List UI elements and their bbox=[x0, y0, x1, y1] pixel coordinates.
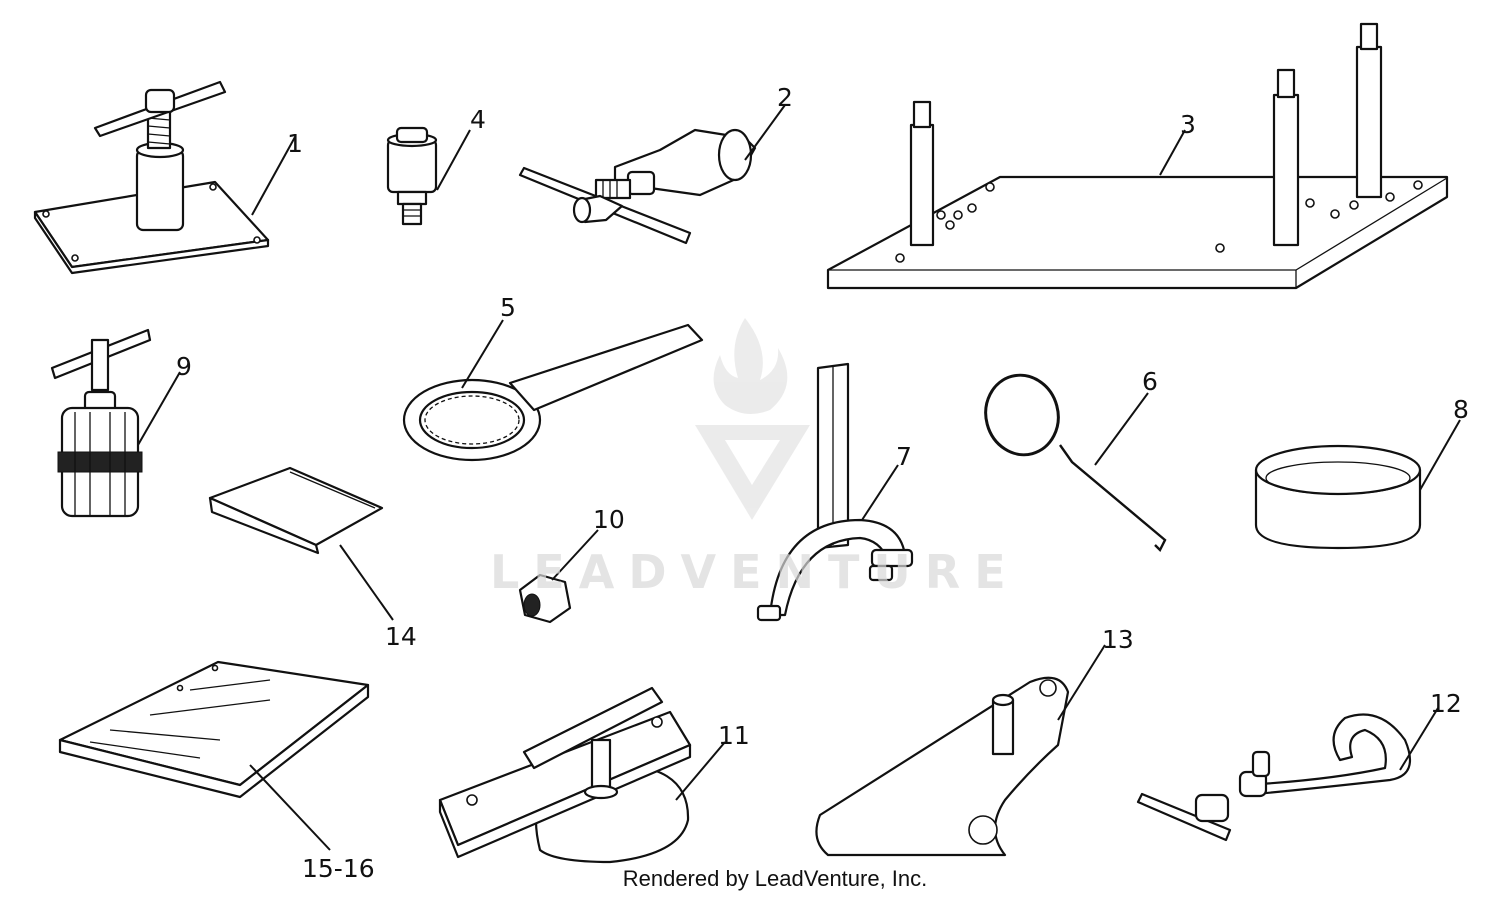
part-1-press-tool[interactable] bbox=[33, 80, 270, 275]
part-9-puller[interactable] bbox=[50, 328, 152, 518]
label-7: 7 bbox=[896, 442, 912, 471]
label-1: 1 bbox=[287, 129, 303, 158]
label-5: 5 bbox=[500, 293, 516, 322]
label-14: 14 bbox=[385, 622, 417, 651]
label-11: 11 bbox=[718, 721, 750, 750]
part-14-booklet[interactable] bbox=[208, 466, 384, 555]
part-6-wire-loop[interactable] bbox=[977, 367, 1167, 553]
label-9: 9 bbox=[176, 352, 192, 381]
leader-lines bbox=[137, 104, 1461, 851]
label-10: 10 bbox=[593, 505, 625, 534]
part-10-nut[interactable] bbox=[518, 573, 572, 624]
part-2-t-handle-tool[interactable] bbox=[518, 128, 757, 245]
label-2: 2 bbox=[777, 83, 793, 112]
label-15-16: 15-16 bbox=[302, 854, 375, 883]
label-6: 6 bbox=[1142, 367, 1158, 396]
label-4: 4 bbox=[470, 105, 486, 134]
part-3-base-plate[interactable] bbox=[826, 22, 1449, 290]
part-15-16-manual[interactable] bbox=[58, 660, 370, 799]
label-8: 8 bbox=[1453, 395, 1469, 424]
part-4-plug[interactable] bbox=[386, 126, 438, 226]
footer-credit: Rendered by LeadVenture, Inc. bbox=[622, 866, 928, 891]
label-3: 3 bbox=[1180, 110, 1196, 139]
part-8-ring[interactable] bbox=[1254, 444, 1422, 550]
part-11-clamp-plate[interactable] bbox=[438, 686, 692, 864]
part-7-gauge-arm[interactable] bbox=[756, 362, 914, 622]
label-13: 13 bbox=[1102, 625, 1134, 654]
callout-numbers: 1 2 3 4 5 6 7 8 9 10 11 12 13 14 15-16 bbox=[176, 83, 1469, 883]
part-12-hook-clamp[interactable] bbox=[1136, 713, 1412, 842]
label-12: 12 bbox=[1430, 689, 1462, 718]
part-5-spanner-wrench[interactable] bbox=[402, 323, 704, 462]
part-13-bracket[interactable] bbox=[815, 676, 1070, 857]
